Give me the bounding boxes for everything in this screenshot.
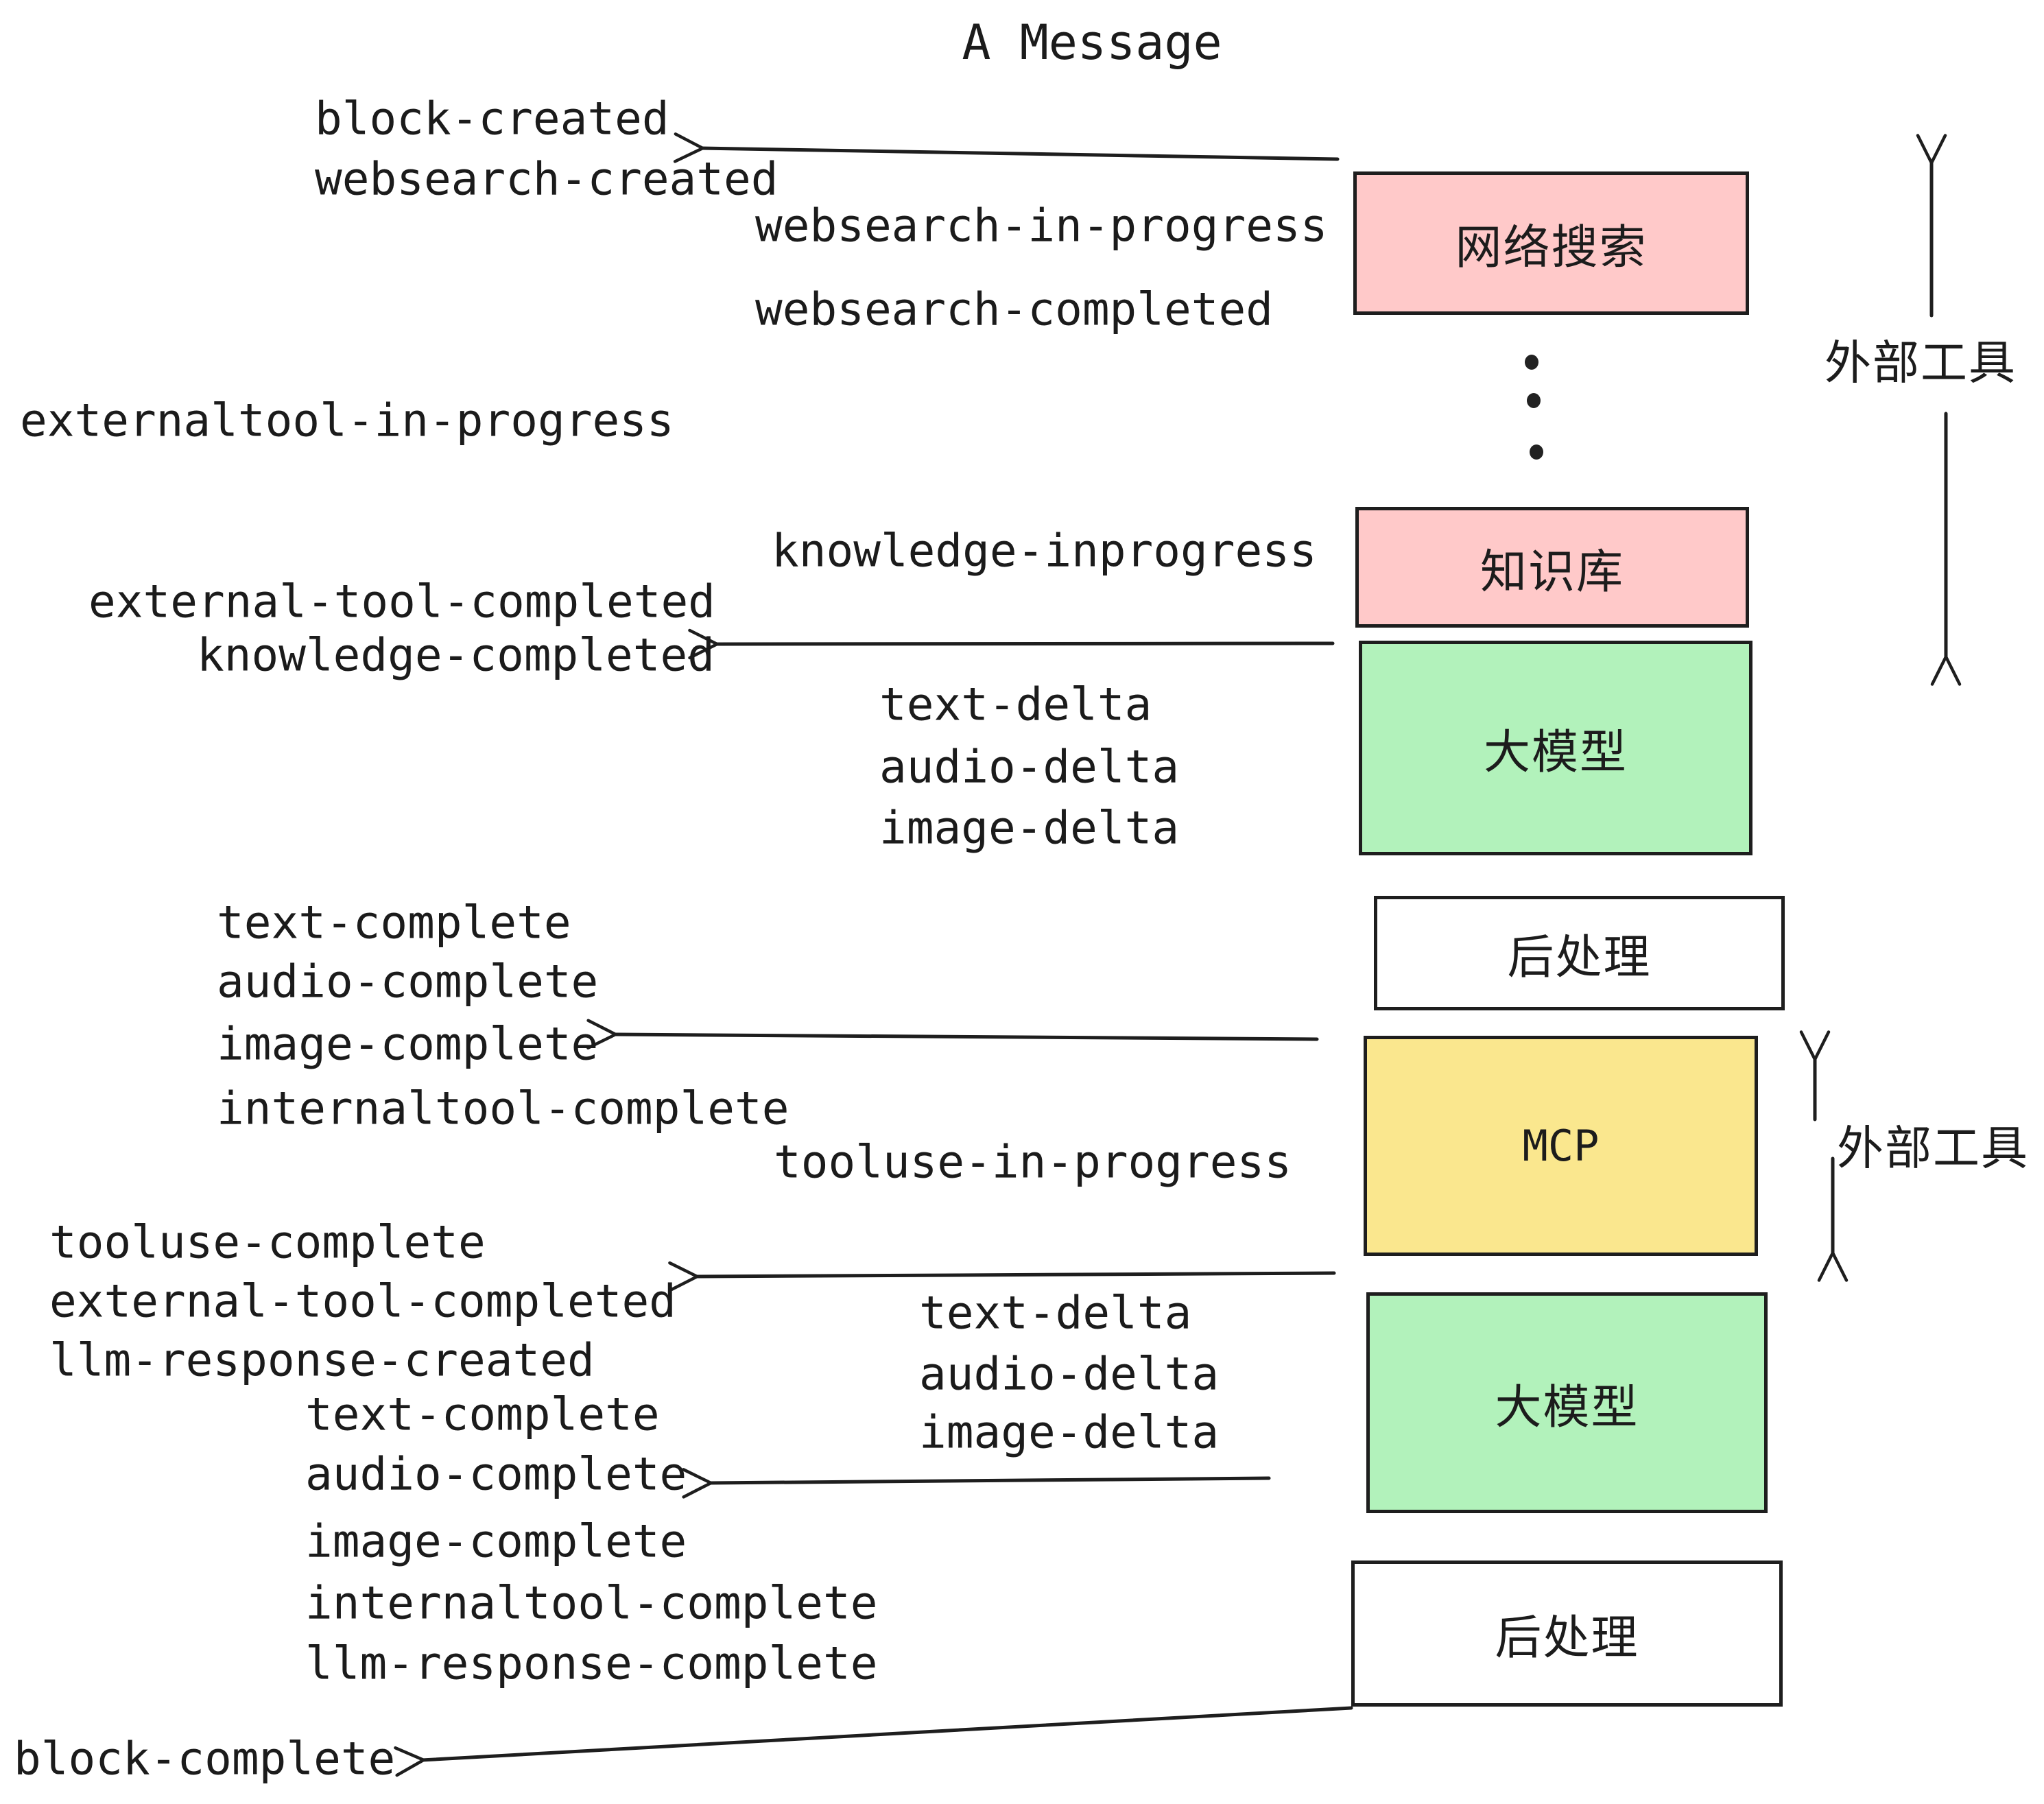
- ellipsis-dot-1: [1525, 355, 1538, 370]
- event-label-external-tool-completed-2: external-tool-completed: [49, 1274, 676, 1328]
- arrow-to-audio-complete: [682, 1468, 1271, 1499]
- event-label-websearch-created: websearch-created: [315, 152, 779, 206]
- event-label-text-delta-2: text-delta: [919, 1286, 1192, 1340]
- event-label-externaltool-in-progress: externaltool-in-progress: [20, 394, 674, 447]
- llm-box-2-label: 大模型: [1495, 1380, 1639, 1435]
- event-label-internaltool-complete-1: internaltool-complete: [217, 1082, 789, 1135]
- event-label-image-complete-1: image-complete: [217, 1017, 599, 1071]
- postprocess-box-1: 后处理: [1374, 896, 1785, 1010]
- event-label-audio-complete-1: audio-complete: [217, 955, 599, 1008]
- event-label-websearch-completed: websearch-completed: [755, 283, 1273, 336]
- mcp-box-label: MCP: [1522, 1121, 1600, 1171]
- event-label-text-complete-2: text-complete: [305, 1388, 660, 1441]
- arrow-to-tooluse-complete: [668, 1261, 1336, 1292]
- arrow-to-knowledge-completed: [688, 628, 1335, 660]
- event-label-websearch-in-progress: websearch-in-progress: [755, 199, 1328, 252]
- knowledge-box-label: 知识库: [1479, 545, 1624, 600]
- event-label-internaltool-complete-2: internaltool-complete: [305, 1576, 878, 1630]
- event-label-block-complete: block-complete: [14, 1732, 396, 1785]
- event-label-knowledge-completed: knowledge-completed: [197, 628, 715, 682]
- arrow-to-block-created: [673, 132, 1340, 163]
- llm-box-1-label: 大模型: [1483, 726, 1628, 780]
- arrow-to-block-complete: [394, 1706, 1353, 1777]
- postprocess-box-2-label: 后处理: [1495, 1611, 1639, 1665]
- knowledge-box: 知识库: [1355, 507, 1749, 628]
- ellipsis-dot-2: [1527, 393, 1541, 408]
- external-tools-label-1: 外部工具: [1824, 336, 2017, 391]
- postprocess-box-2: 后处理: [1351, 1560, 1783, 1707]
- event-label-tooluse-complete: tooluse-complete: [49, 1215, 486, 1269]
- ellipsis-dot-3: [1530, 444, 1543, 460]
- event-label-tooluse-in-progress: tooluse-in-progress: [774, 1135, 1292, 1189]
- llm-box-2: 大模型: [1366, 1292, 1768, 1513]
- llm-box-1: 大模型: [1359, 641, 1752, 855]
- page-title: A Message: [962, 14, 1222, 71]
- event-label-audio-delta-2: audio-delta: [919, 1347, 1220, 1401]
- external-tools-label-2: 外部工具: [1836, 1121, 2030, 1176]
- mcp-box: MCP: [1364, 1036, 1758, 1256]
- event-label-image-complete-2: image-complete: [305, 1515, 687, 1568]
- event-label-llm-response-complete: llm-response-complete: [305, 1637, 878, 1690]
- event-label-image-delta-1: image-delta: [879, 801, 1180, 855]
- event-label-audio-delta-1: audio-delta: [879, 740, 1180, 794]
- event-label-knowledge-inprogress: knowledge-inprogress: [772, 524, 1317, 578]
- event-label-block-created: block-created: [315, 92, 669, 145]
- event-label-llm-response-created: llm-response-created: [49, 1333, 595, 1387]
- arrow-to-image-complete: [586, 1019, 1319, 1049]
- event-label-text-complete-1: text-complete: [217, 896, 571, 949]
- postprocess-box-1-label: 后处理: [1507, 931, 1652, 985]
- event-label-external-tool-completed-1: external-tool-completed: [88, 575, 715, 628]
- event-label-image-delta-2: image-delta: [919, 1405, 1220, 1459]
- websearch-box-label: 网络搜索: [1455, 221, 1648, 275]
- websearch-box: 网络搜索: [1353, 171, 1749, 315]
- event-label-audio-complete-2: audio-complete: [305, 1447, 687, 1501]
- event-label-text-delta-1: text-delta: [879, 678, 1152, 731]
